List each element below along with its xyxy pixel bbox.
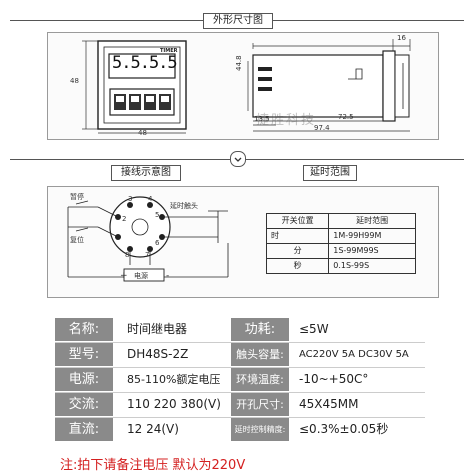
wiring-minus-sign: -	[166, 271, 170, 281]
spec-row: 型号: DH48S-2Z 触头容量: AC220V 5A DC30V 5A	[55, 343, 425, 367]
spec-label-2: 功耗:	[231, 318, 289, 341]
wiring-terminal-5: 5	[155, 211, 160, 219]
spec-divider	[55, 417, 425, 418]
wiring-diagram	[67, 196, 229, 282]
footnote: 注:拍下请备注电压 默认为220V	[60, 458, 246, 473]
wiring-pause-label: 暂停	[70, 193, 84, 201]
table-row: 开关位置 延时范围	[265, 213, 416, 229]
spec-row: 直流: 12 24(V) 延时控制精度: ≤0.3%±0.05秒	[55, 418, 425, 442]
wiring-title: 接线示意图	[111, 165, 181, 181]
dimensions-panel: TIMER 5.5.5.5 48 48 16 44.8 72.5 13.5 97…	[47, 32, 439, 140]
spec-value-2: ≤5W	[299, 322, 329, 336]
spec-label-2: 触头容量:	[231, 343, 289, 366]
table-row: 时 1M-99H99M	[265, 228, 416, 244]
range-table-header-position: 开关位置	[265, 213, 330, 229]
range-table: 开关位置 延时范围 时 1M-99H99M 分 1S-99M99S 秒 0.1S…	[265, 213, 416, 274]
wiring-terminal-4: 4	[148, 195, 153, 203]
wiring-terminal-2: 2	[122, 215, 127, 223]
dimensions-title: 外形尺寸图	[203, 13, 273, 29]
side-view-dim-16: 16	[397, 34, 406, 42]
wiring-terminal-3: 3	[128, 195, 133, 203]
watermark-text: 捷胜科技	[256, 113, 317, 128]
spec-label: 名称:	[55, 318, 113, 341]
table-row: 秒 0.1S-99S	[265, 258, 416, 274]
spec-value: 12 24(V)	[127, 422, 179, 436]
range-title: 延时范围	[303, 165, 357, 181]
front-view-height-dim: 48	[70, 77, 79, 85]
wiring-range-panel: 暂停 复位 延时触头 电源 1 2 3 4 5 6 7 8 + - 开关位置 延…	[47, 186, 439, 298]
range-table-cell-range: 0.1S-99S	[328, 258, 416, 274]
spec-label: 直流:	[55, 418, 113, 441]
spec-label: 型号:	[55, 343, 113, 366]
wiring-terminal-8: 8	[125, 251, 130, 259]
wiring-delay-contact-label: 延时触头	[170, 202, 198, 210]
side-view-dim-72-5: 72.5	[338, 113, 354, 121]
wiring-power-label: 电源	[134, 272, 148, 280]
spec-divider	[55, 367, 425, 368]
spec-value-2: 45X45MM	[299, 397, 359, 411]
range-table-cell-range: 1S-99M99S	[328, 243, 416, 259]
spec-value: 时间继电器	[127, 322, 188, 336]
spec-divider	[55, 342, 425, 343]
wiring-reset-label: 复位	[70, 236, 84, 244]
range-table-cell-position: 时	[265, 228, 330, 244]
side-view-dim-44-8: 44.8	[235, 55, 243, 71]
range-table-cell-position: 秒	[265, 258, 330, 274]
spec-value: 110 220 380(V)	[127, 397, 221, 411]
spec-label: 交流:	[55, 393, 113, 416]
front-view-width-dim: 48	[138, 129, 147, 137]
side-view-dim-13-5: 13.5	[254, 115, 270, 123]
spec-value: 85-110%额定电压	[127, 373, 221, 386]
spec-value-2: AC220V 5A DC30V 5A	[299, 349, 409, 360]
spec-label-2: 开孔尺寸:	[231, 393, 289, 416]
range-table-cell-position: 分	[265, 243, 330, 259]
spec-label-2: 环境温度:	[231, 368, 289, 391]
spec-row: 电源: 85-110%额定电压 环境温度: -10~+50C°	[55, 368, 425, 392]
spec-row: 名称: 时间继电器 功耗: ≤5W	[55, 318, 425, 342]
specs-table: 名称: 时间继电器 功耗: ≤5W 型号: DH48S-2Z 触头容量: AC2…	[55, 318, 425, 443]
spec-value-2: -10~+50C°	[299, 372, 369, 386]
range-table-cell-range: 1M-99H99M	[328, 228, 416, 244]
front-view-drawing	[82, 39, 411, 134]
wiring-plus-sign: +	[120, 271, 128, 281]
table-row: 分 1S-99M99S	[265, 243, 416, 259]
wiring-terminal-1: 1	[122, 230, 127, 238]
front-view-model-label: TIMER	[160, 48, 178, 54]
spec-label: 电源:	[55, 368, 113, 391]
range-table-header-range: 延时范围	[328, 213, 416, 229]
wiring-terminal-7: 7	[145, 251, 150, 259]
chevron-down-icon	[230, 151, 246, 167]
spec-value: DH48S-2Z	[127, 347, 189, 361]
spec-divider	[55, 392, 425, 393]
front-view-display-digits: 5.5.5.5	[112, 53, 178, 73]
side-view-dim-97-4: 97.4	[314, 124, 330, 132]
spec-label-2: 延时控制精度:	[231, 418, 289, 441]
spec-row: 交流: 110 220 380(V) 开孔尺寸: 45X45MM	[55, 393, 425, 417]
wiring-terminal-6: 6	[155, 239, 160, 247]
spec-value-2: ≤0.3%±0.05秒	[299, 422, 389, 436]
